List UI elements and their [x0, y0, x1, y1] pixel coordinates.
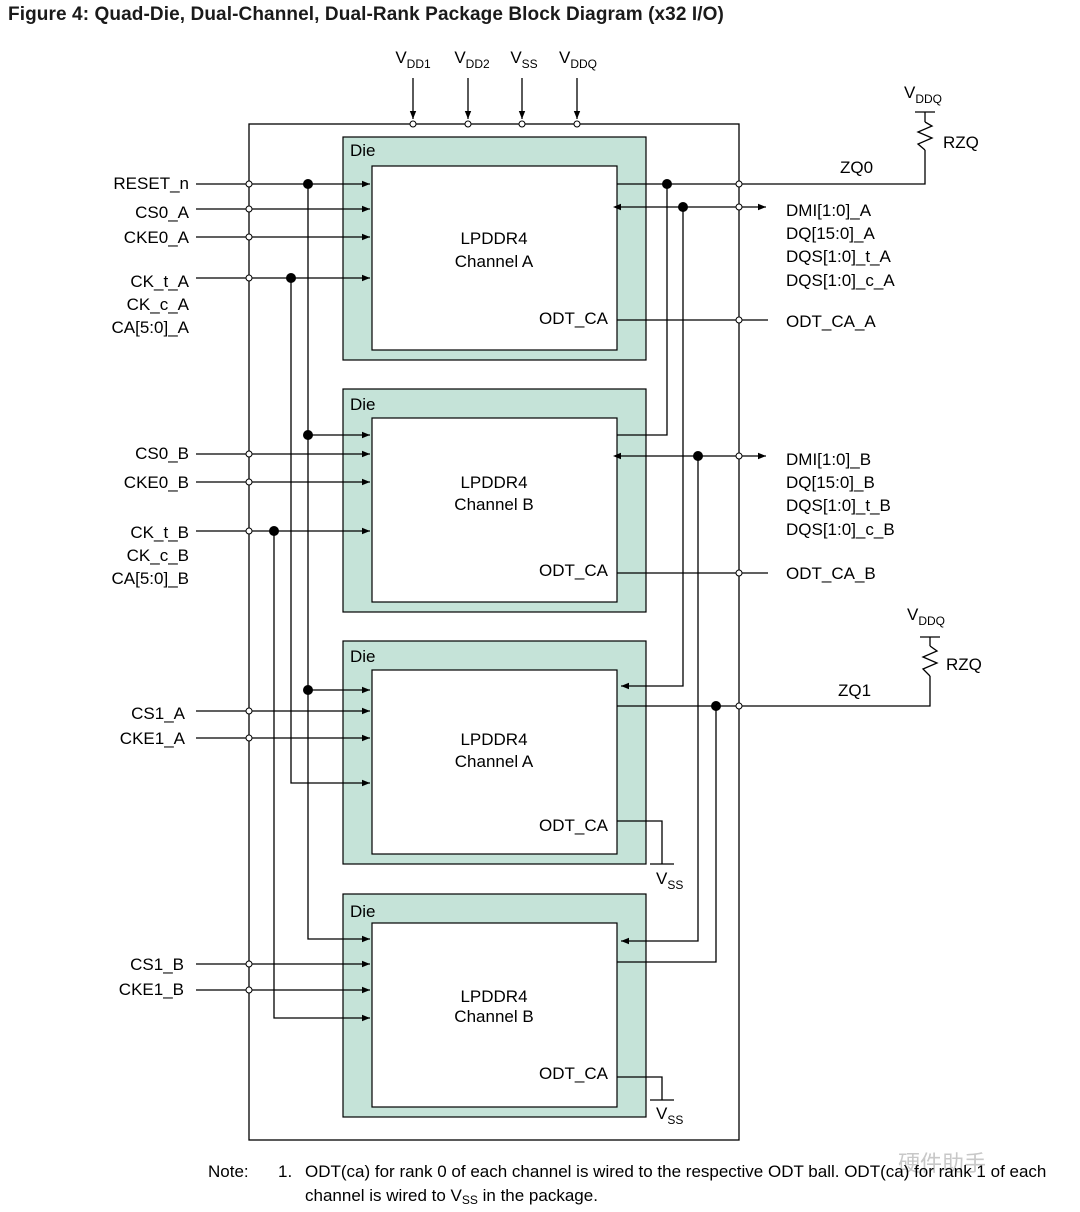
label-vss-2: VSS [656, 1104, 683, 1127]
label-odt-ca-a: ODT_CA_A [786, 312, 876, 331]
label-dmi-a: DMI[1:0]_A [786, 201, 872, 220]
label-dqs-c-b: DQS[1:0]_c_B [786, 520, 895, 539]
label-odt-ca-b: ODT_CA_B [786, 564, 876, 583]
label-dqs-t-a: DQS[1:0]_t_A [786, 247, 892, 266]
label-cke0-a: CKE0_A [124, 228, 190, 247]
label-ck-c-a: CK_c_A [127, 295, 190, 314]
die-tag: Die [350, 141, 376, 160]
label-cke0-b: CKE0_B [124, 473, 189, 492]
die-4: Die LPDDR4 Channel B ODT_CA [342, 893, 647, 1118]
die-line2: Channel B [454, 1007, 533, 1026]
die-line1: LPDDR4 [460, 229, 527, 248]
label-cke1-b: CKE1_B [119, 980, 184, 999]
right-labels: ZQ0 ZQ1 RZQ RZQ VDDQ VDDQ DMI[1:0]_A DQ[… [656, 83, 982, 1127]
label-ck-t-b: CK_t_B [130, 523, 189, 542]
die-odt-label: ODT_CA [539, 816, 609, 835]
supply-labels: VDD1 VDD2 VSS VDDQ [395, 48, 597, 71]
label-vddq1: VDDQ [907, 605, 945, 628]
label-dqs-t-b: DQS[1:0]_t_B [786, 496, 891, 515]
label-cs0-b: CS0_B [135, 444, 189, 463]
supply-vdd2: VDD2 [454, 48, 490, 71]
label-ck-c-b: CK_c_B [127, 546, 189, 565]
package-pins [245, 120, 743, 994]
die-tag: Die [350, 395, 376, 414]
right-wires [613, 111, 940, 1101]
die-2: Die LPDDR4 Channel B ODT_CA [342, 388, 647, 613]
supply-vss: VSS [510, 48, 537, 71]
label-zq1: ZQ1 [838, 681, 871, 700]
die-line1: LPDDR4 [460, 987, 527, 1006]
note-number: 1. [278, 1162, 293, 1181]
label-ca-b: CA[5:0]_B [112, 569, 190, 588]
left-junctions [269, 179, 313, 695]
label-cs1-a: CS1_A [131, 704, 186, 723]
die-tag: Die [350, 902, 376, 921]
supply-vddq: VDDQ [559, 48, 597, 71]
note-label: Note: [208, 1162, 249, 1181]
figure-title: Figure 4: Quad-Die, Dual-Channel, Dual-R… [8, 4, 724, 25]
label-ck-t-a: CK_t_A [130, 272, 189, 291]
label-cke1-a: CKE1_A [120, 729, 186, 748]
label-cs0-a: CS0_A [135, 203, 190, 222]
label-reset-n: RESET_n [113, 174, 189, 193]
die-1: Die LPDDR4 Channel A ODT_CA [342, 136, 647, 361]
package-outline [248, 123, 740, 1141]
label-rzq1: RZQ [946, 655, 982, 674]
label-rzq0: RZQ [943, 133, 979, 152]
block-diagram: Die LPDDR4 Channel A ODT_CA Die LPDDR4 C… [112, 48, 982, 1141]
die-line2: Channel A [455, 752, 534, 771]
right-junctions [662, 179, 721, 711]
die-line2: Channel B [454, 495, 533, 514]
watermark-logo: 硬件助手 [898, 1151, 987, 1176]
note-text: ODT(ca) for rank 0 of each channel is wi… [305, 1162, 1047, 1207]
label-zq0: ZQ0 [840, 158, 873, 177]
die-odt-label: ODT_CA [539, 1064, 609, 1083]
supply-pins [409, 78, 581, 119]
label-cs1-b: CS1_B [130, 955, 184, 974]
label-vddq0: VDDQ [904, 83, 942, 106]
die-odt-label: ODT_CA [539, 561, 609, 580]
label-vss-1: VSS [656, 869, 683, 892]
left-labels: RESET_n CS0_A CKE0_A CK_t_A CK_c_A CA[5:… [112, 174, 190, 999]
die-tag: Die [350, 647, 376, 666]
die-line1: LPDDR4 [460, 473, 527, 492]
die-3: Die LPDDR4 Channel A ODT_CA [342, 640, 647, 865]
label-dqs-c-a: DQS[1:0]_c_A [786, 271, 895, 290]
supply-vdd1: VDD1 [395, 48, 431, 71]
label-dmi-b: DMI[1:0]_B [786, 450, 871, 469]
die-line2: Channel A [455, 252, 534, 271]
left-wires [196, 180, 370, 1022]
die-odt-label: ODT_CA [539, 309, 609, 328]
label-ca-a: CA[5:0]_A [112, 318, 190, 337]
label-dq-a: DQ[15:0]_A [786, 224, 875, 243]
die-line1: LPDDR4 [460, 730, 527, 749]
label-dq-b: DQ[15:0]_B [786, 473, 875, 492]
